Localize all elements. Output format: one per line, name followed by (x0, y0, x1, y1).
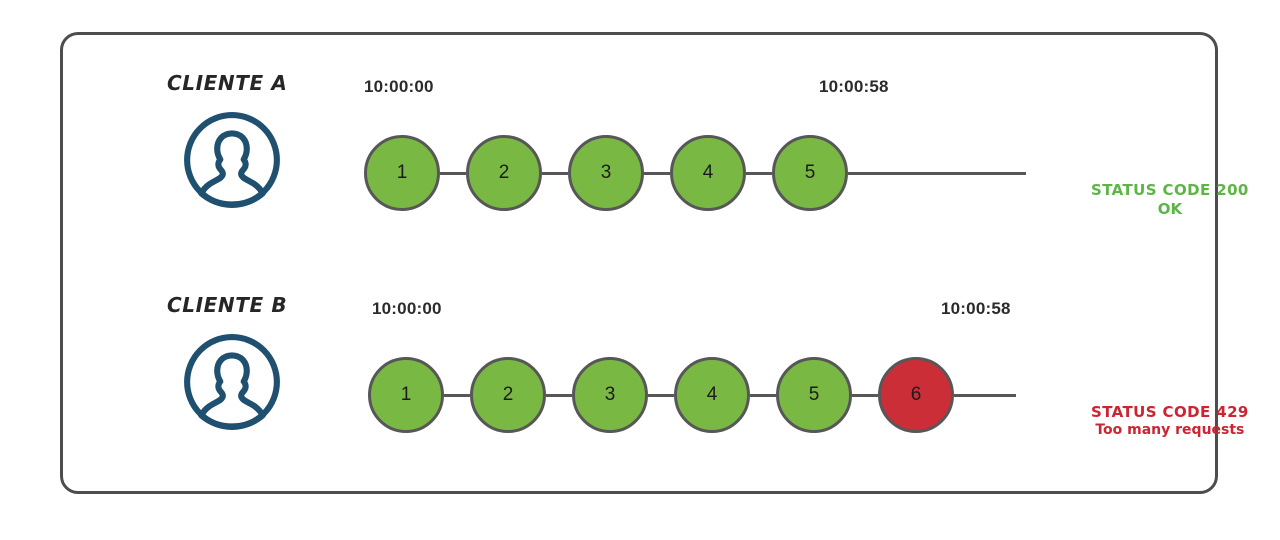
status-badge-429: STATUS CODE 429 Too many requests (1091, 403, 1249, 439)
status-code-line: STATUS CODE 200 (1091, 181, 1249, 199)
chain-connector (852, 393, 878, 397)
request-node[interactable]: 3 (572, 357, 648, 433)
chain-connector (648, 393, 674, 397)
chain-tail-connector (848, 171, 1026, 175)
client-b-label: CLIENTE B (167, 293, 288, 317)
chain-connector (750, 393, 776, 397)
user-avatar-icon (181, 331, 283, 433)
chain-connector (542, 171, 568, 175)
request-node[interactable]: 4 (674, 357, 750, 433)
client-row-b: CLIENTE B 10:00:00 10:00:58 1 2 3 4 5 (63, 293, 1248, 493)
status-code-line: STATUS CODE 429 (1091, 403, 1249, 421)
request-node-rate-limited[interactable]: 6 (878, 357, 954, 433)
chain-connector (440, 171, 466, 175)
request-node[interactable]: 1 (364, 135, 440, 211)
row-a-start-timestamp: 10:00:00 (364, 77, 434, 96)
client-row-a: CLIENTE A 10:00:00 10:00:58 1 2 3 4 5 (63, 71, 1248, 271)
row-a-end-timestamp: 10:00:58 (819, 77, 889, 96)
request-node[interactable]: 5 (776, 357, 852, 433)
request-node[interactable]: 2 (466, 135, 542, 211)
user-avatar-icon (181, 109, 283, 211)
status-message-line: Too many requests (1095, 421, 1245, 438)
row-b-end-timestamp: 10:00:58 (941, 299, 1011, 318)
chain-connector (546, 393, 572, 397)
request-node[interactable]: 1 (368, 357, 444, 433)
chain-tail-connector (954, 393, 1016, 397)
row-a-request-chain: 1 2 3 4 5 (364, 135, 1026, 211)
rate-limit-diagram-panel: CLIENTE A 10:00:00 10:00:58 1 2 3 4 5 (60, 32, 1248, 494)
chain-connector (644, 171, 670, 175)
chain-connector (444, 393, 470, 397)
row-b-request-chain: 1 2 3 4 5 6 (368, 357, 1016, 433)
status-message-line: OK (1157, 199, 1183, 218)
request-node[interactable]: 3 (568, 135, 644, 211)
client-a-label: CLIENTE A (167, 71, 288, 95)
row-b-start-timestamp: 10:00:00 (372, 299, 442, 318)
request-node[interactable]: 2 (470, 357, 546, 433)
request-node[interactable]: 5 (772, 135, 848, 211)
request-node[interactable]: 4 (670, 135, 746, 211)
status-badge-200: STATUS CODE 200 OK (1091, 181, 1249, 219)
chain-connector (746, 171, 772, 175)
